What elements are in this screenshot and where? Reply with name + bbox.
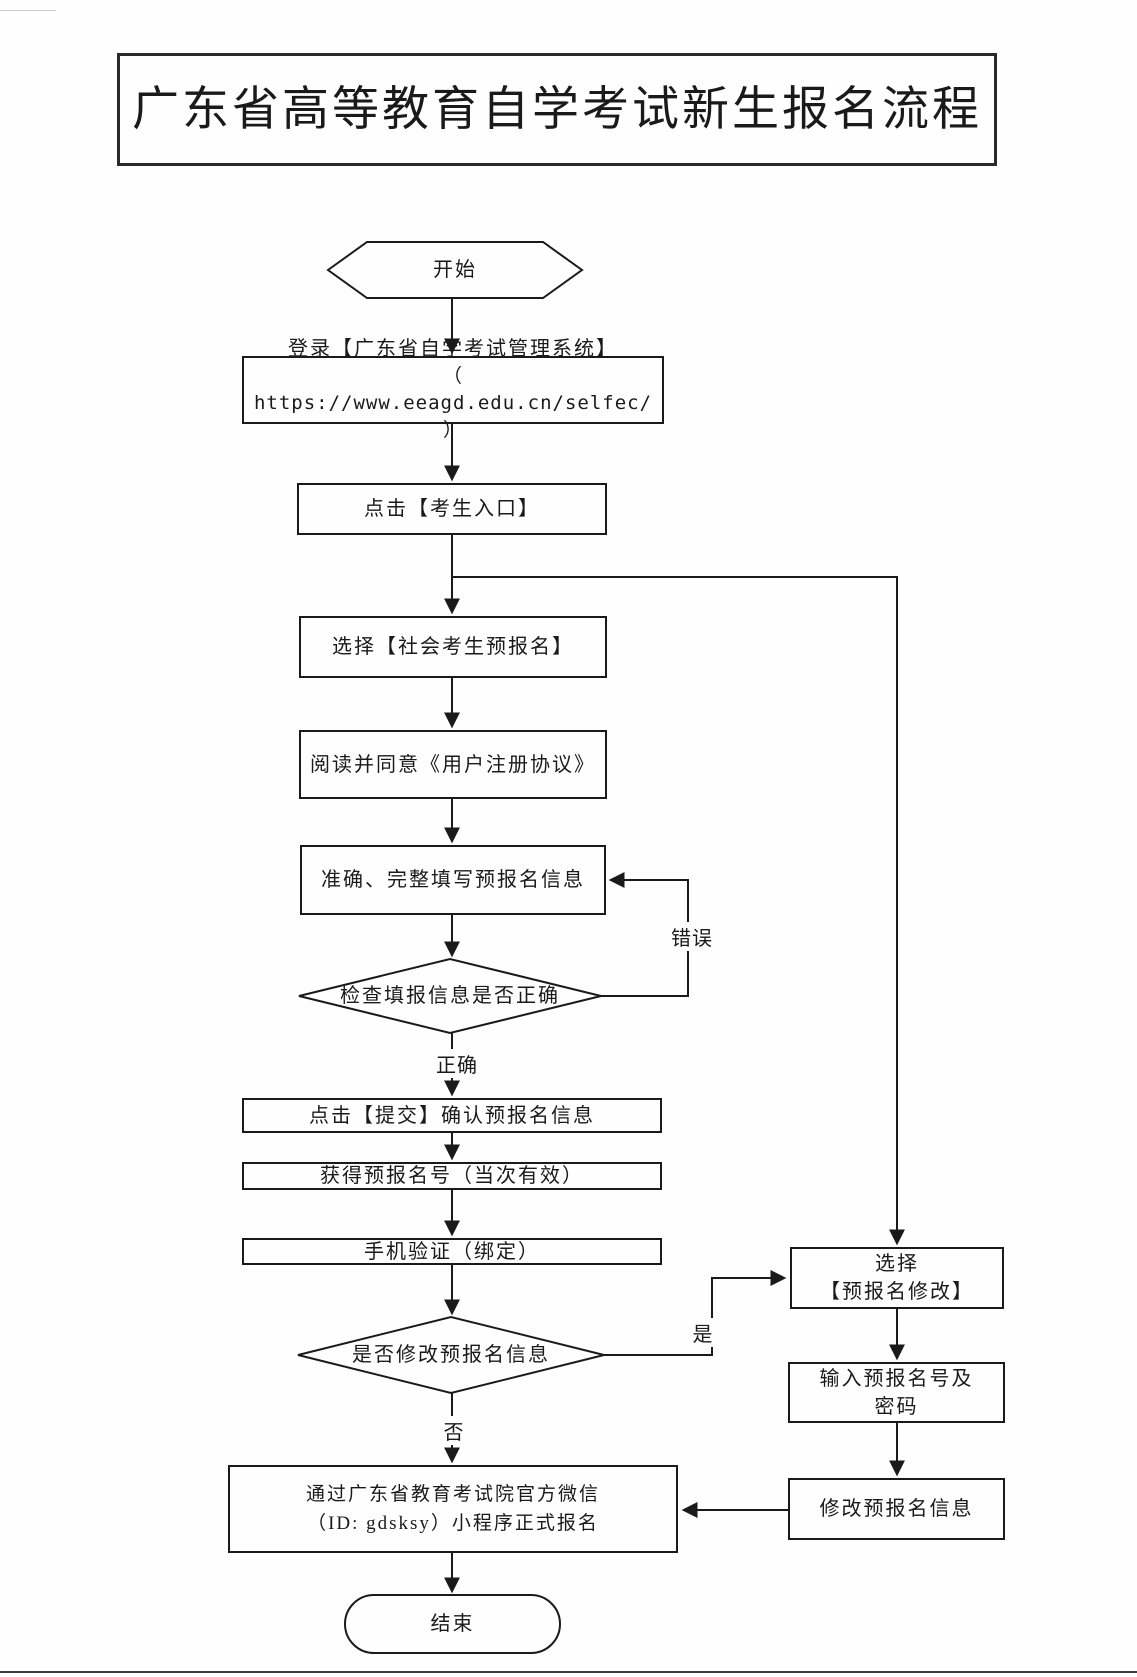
select-modify-line1: 选择 bbox=[875, 1253, 919, 1275]
read-agreement-label: 阅读并同意《用户注册协议》 bbox=[310, 753, 596, 776]
process-select-social-prereg: 选择【社会考生预报名】 bbox=[299, 616, 607, 678]
official-reg-line1: 通过广东省教育考试院官方微信 bbox=[305, 1484, 600, 1505]
login-line1: 登录【广东省自学考试管理系统】 bbox=[288, 338, 618, 360]
process-read-agreement: 阅读并同意《用户注册协议》 bbox=[299, 730, 607, 799]
diagram-title: 广东省高等教育自学考试新生报名流程 bbox=[117, 53, 997, 166]
click-entrance-label: 点击【考生入口】 bbox=[364, 498, 540, 520]
process-fill-prereg-info: 准确、完整填写预报名信息 bbox=[300, 845, 606, 915]
process-select-prereg-modify: 选择 【预报名修改】 bbox=[790, 1247, 1004, 1309]
end-terminator: 结束 bbox=[345, 1595, 560, 1653]
process-modify-prereg-info: 修改预报名信息 bbox=[788, 1478, 1005, 1540]
process-get-prereg-number: 获得预报名号（当次有效） bbox=[242, 1162, 662, 1190]
edge-label-correct: 正确 bbox=[431, 1049, 483, 1078]
process-phone-verification: 手机验证（绑定） bbox=[242, 1238, 662, 1265]
select-prereg-label: 选择【社会考生预报名】 bbox=[332, 636, 574, 658]
diagram-title-text: 广东省高等教育自学考试新生报名流程 bbox=[132, 83, 982, 136]
login-url: （ https://www.eeagd.edu.cn/selfec/ ） bbox=[253, 365, 653, 441]
phone-verify-label: 手机验证（绑定） bbox=[364, 1240, 540, 1263]
page-bottom-border bbox=[0, 1671, 1137, 1673]
edge-label-no: 否 bbox=[439, 1416, 469, 1445]
process-official-registration: 通过广东省教育考试院官方微信 （ID: gdsksy）小程序正式报名 bbox=[228, 1465, 678, 1553]
start-terminator: 开始 bbox=[328, 242, 582, 298]
end-label: 结束 bbox=[430, 1613, 475, 1635]
process-enter-number-password: 输入预报名号及 密码 bbox=[788, 1362, 1005, 1423]
enter-number-line1: 输入预报名号及 bbox=[819, 1367, 974, 1390]
connector-yes-branch-arrow bbox=[604, 1270, 787, 1356]
page-top-scan-line bbox=[0, 10, 56, 11]
edge-label-error: 错误 bbox=[666, 922, 718, 951]
official-reg-line2: （ID: gdsksy）小程序正式报名 bbox=[307, 1513, 599, 1534]
connector-branch-to-select-modify-arrow bbox=[452, 576, 905, 1246]
process-click-candidate-entrance: 点击【考生入口】 bbox=[297, 483, 607, 535]
start-terminator-shape bbox=[326, 241, 584, 299]
modify-info-label: 修改预报名信息 bbox=[819, 1498, 974, 1520]
process-login-system: 登录【广东省自学考试管理系统】 （ https://www.eeagd.edu.… bbox=[242, 338, 664, 441]
decision-check-info: 检查填报信息是否正确 bbox=[299, 959, 601, 1033]
select-modify-line2: 【预报名修改】 bbox=[820, 1281, 974, 1303]
check-info-label: 检查填报信息是否正确 bbox=[340, 985, 560, 1007]
fill-info-label: 准确、完整填写预报名信息 bbox=[321, 869, 585, 891]
modify-decision-label: 是否修改预报名信息 bbox=[352, 1344, 550, 1366]
end-terminator-shape bbox=[344, 1594, 561, 1654]
process-submit-confirm: 点击【提交】确认预报名信息 bbox=[242, 1098, 662, 1133]
decision-modify-prereg: 是否修改预报名信息 bbox=[298, 1317, 604, 1393]
start-label: 开始 bbox=[433, 259, 477, 281]
submit-confirm-label: 点击【提交】确认预报名信息 bbox=[309, 1104, 595, 1127]
enter-number-line2: 密码 bbox=[874, 1395, 919, 1418]
get-number-label: 获得预报名号（当次有效） bbox=[320, 1165, 584, 1187]
edge-label-yes: 是 bbox=[688, 1318, 718, 1347]
